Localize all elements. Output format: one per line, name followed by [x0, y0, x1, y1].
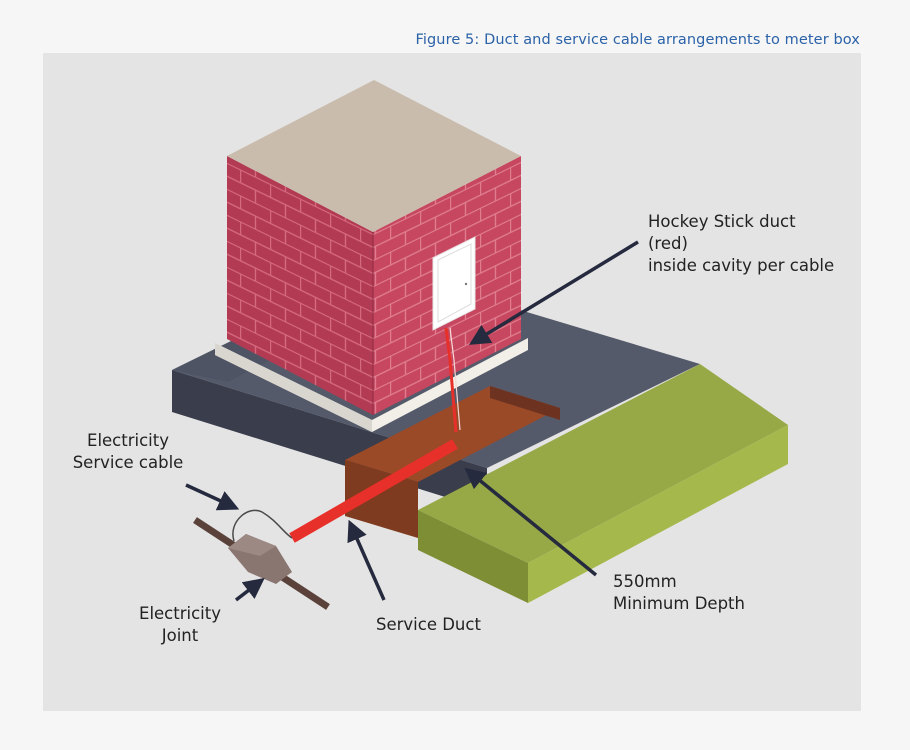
- figure-caption: Figure 5: Duct and service cable arrange…: [415, 32, 860, 48]
- label-minimum-depth: 550mm Minimum Depth: [613, 571, 745, 615]
- label-joint-line2: Joint: [161, 626, 199, 645]
- annotation-arrows: [185, 240, 639, 602]
- arrow-joint: [234, 577, 265, 602]
- arrow-depth: [464, 467, 598, 577]
- label-service-duct-text: Service Duct: [376, 615, 481, 634]
- label-depth-line2: Minimum Depth: [613, 594, 745, 613]
- roof: [227, 80, 521, 232]
- label-electricity-service-cable: Electricity Service cable: [66, 430, 190, 474]
- lawn: [418, 364, 788, 603]
- meter-box: [432, 236, 476, 331]
- arrow-service-cable: [185, 483, 240, 511]
- building-plinth: [215, 338, 528, 432]
- arrow-hockey-stick: [469, 240, 639, 345]
- brick-building: [227, 80, 521, 415]
- label-service-cable-line1: Electricity: [87, 431, 169, 450]
- hockey-stick-duct: [444, 327, 458, 433]
- arrow-service-duct: [347, 519, 386, 601]
- label-service-duct: Service Duct: [376, 614, 481, 636]
- label-joint-line1: Electricity: [139, 604, 221, 623]
- label-hockey-stick-duct: Hockey Stick duct (red) inside cavity pe…: [648, 211, 834, 277]
- diagram-panel: [43, 53, 861, 711]
- electricity-joint: [193, 509, 330, 610]
- label-electricity-joint: Electricity Joint: [120, 603, 240, 647]
- service-duct: [289, 439, 458, 543]
- label-hockey-stick-line3: inside cavity per cable: [648, 256, 835, 275]
- label-depth-line1: 550mm: [613, 572, 677, 591]
- label-hockey-stick-line2: (red): [648, 234, 688, 253]
- duct-arrangement-diagram: [172, 80, 788, 610]
- label-hockey-stick-line1: Hockey Stick duct: [648, 212, 796, 231]
- label-service-cable-line2: Service cable: [72, 453, 184, 472]
- brick-wall-left: [227, 156, 373, 415]
